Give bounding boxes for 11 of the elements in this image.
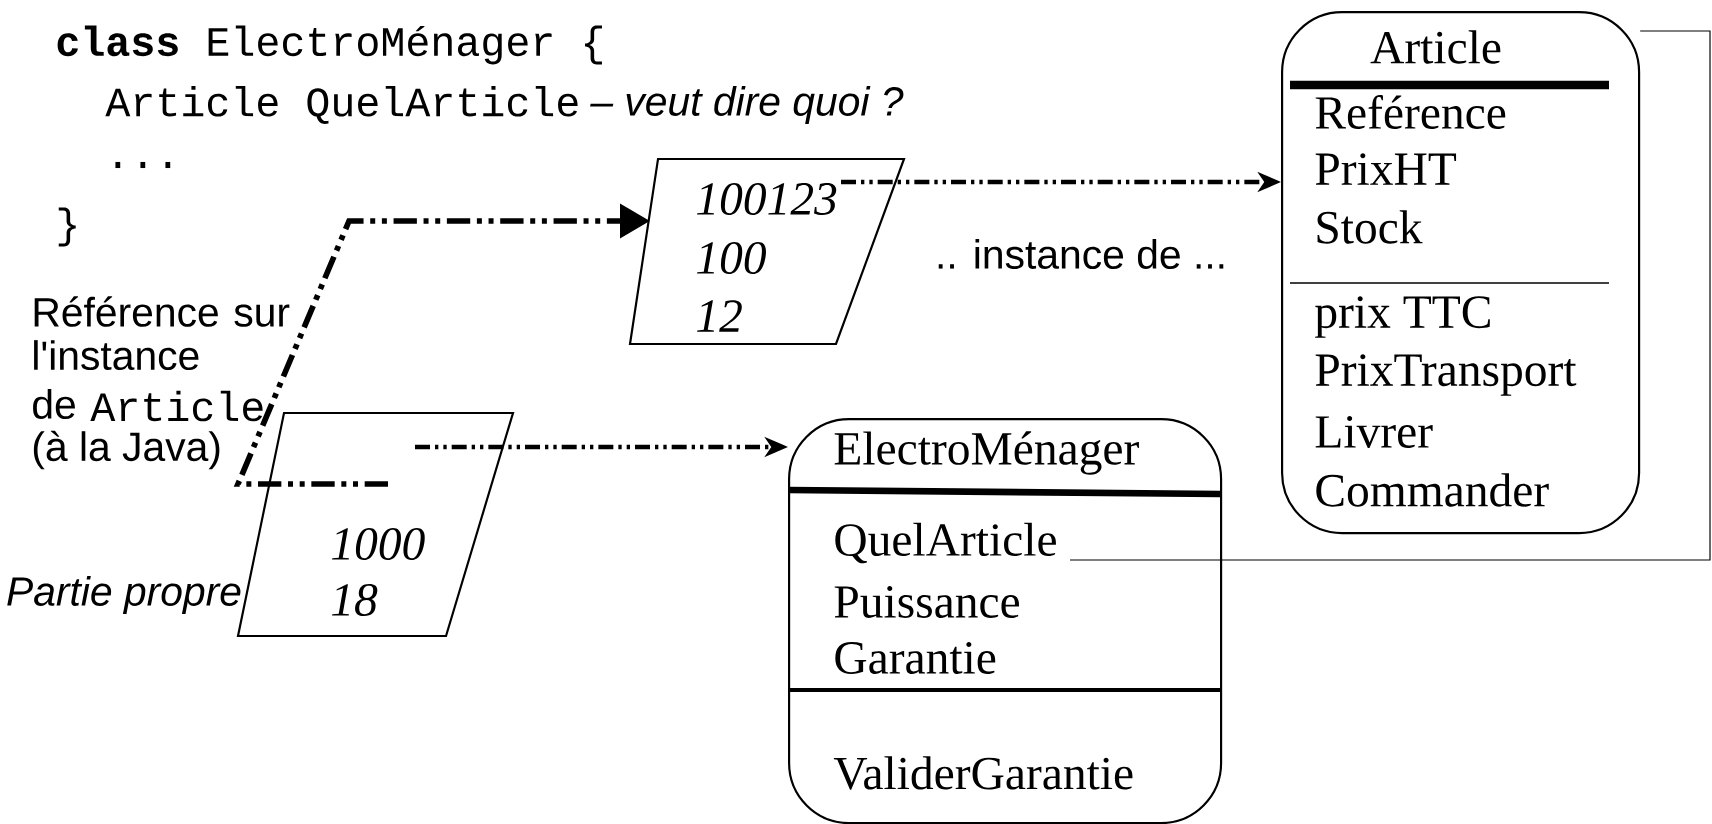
connector-line [1069,30,1711,561]
code-line: } [58,207,76,247]
object-box: 100123 100 12 [628,157,906,346]
code-line: class ElectroMénager { [57,25,602,65]
code-line: ... [115,161,171,169]
class-box: ElectroMénager QuelArticle Puissance Garantie ValiderGarantie [787,418,1223,824]
annotation-text: .. instance de ... [938,239,1224,269]
code-line: Article QuelArticle [105,85,578,124]
annotation-text: de [33,389,75,419]
annotation-text: (à la Java) [33,430,220,470]
class-box: Article Reférence PrixHT Stock prix TTC PrixTransport Livrer Commander [1281,11,1641,535]
